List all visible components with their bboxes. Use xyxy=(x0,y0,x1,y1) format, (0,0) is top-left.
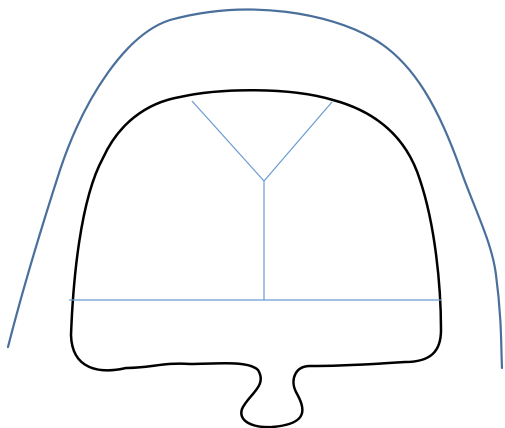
y-guide-left-arm xyxy=(192,101,264,181)
y-guide-right-arm xyxy=(264,102,332,181)
outer-arch-curve xyxy=(8,10,502,368)
y-shaped-guide xyxy=(192,101,332,300)
inner-outline xyxy=(71,90,441,427)
